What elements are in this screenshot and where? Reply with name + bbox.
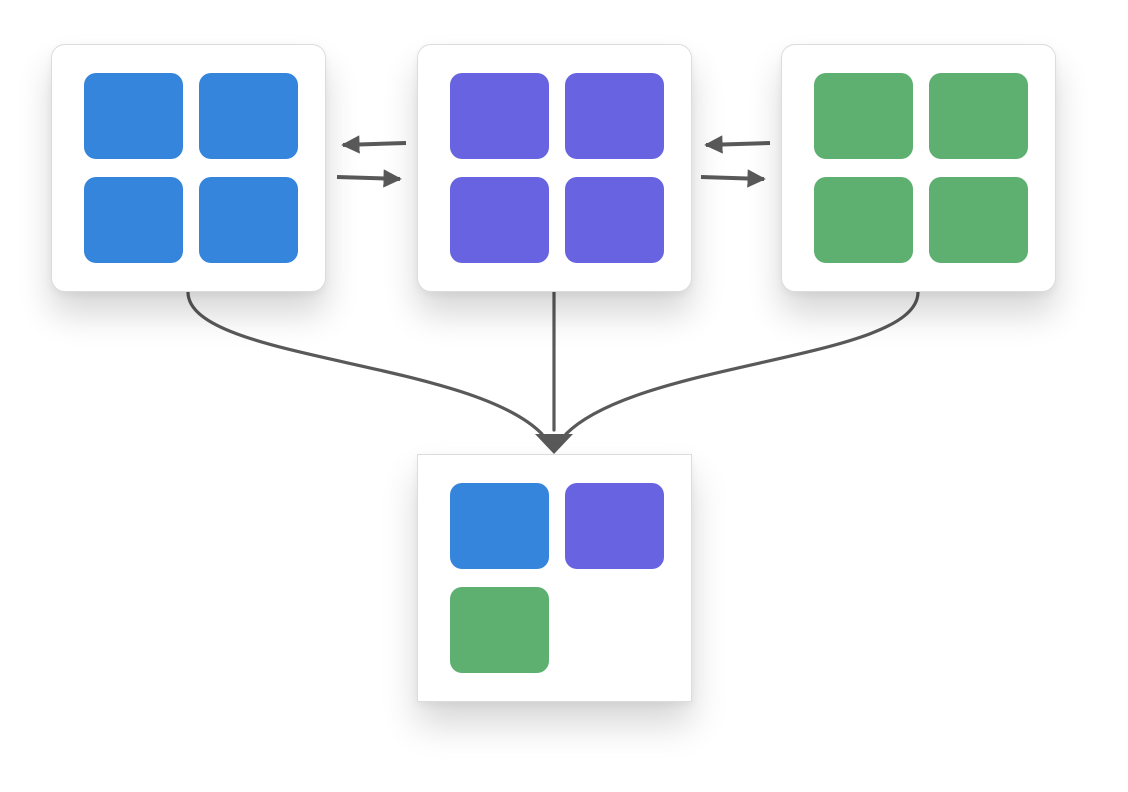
blue-tile <box>84 73 183 159</box>
purple-tile <box>565 73 664 159</box>
purple-tile <box>450 73 549 159</box>
green-tile <box>450 587 549 673</box>
blue-tile <box>84 177 183 263</box>
arrow-green-to-purple <box>704 135 771 154</box>
combined-group-card <box>417 454 692 702</box>
purple-tile <box>565 483 664 569</box>
green-tile <box>814 73 913 159</box>
arrow-purple-to-blue <box>341 135 407 154</box>
purple-tile <box>565 177 664 263</box>
connector-green-to-combined <box>564 290 920 436</box>
purple-group-card <box>417 44 692 292</box>
arrow-blue-to-purple <box>336 169 402 188</box>
blue-tile <box>450 483 549 569</box>
purple-tile <box>450 177 549 263</box>
green-tile <box>814 177 913 263</box>
arrow-purple-to-green <box>700 169 766 188</box>
blue-tile <box>199 73 298 159</box>
connector-blue-to-combined <box>186 290 544 436</box>
merge-arrowhead <box>535 434 573 454</box>
green-tile <box>929 73 1028 159</box>
green-group-card <box>781 44 1056 292</box>
blue-group-card <box>51 44 326 292</box>
green-tile <box>929 177 1028 263</box>
blue-tile <box>199 177 298 263</box>
